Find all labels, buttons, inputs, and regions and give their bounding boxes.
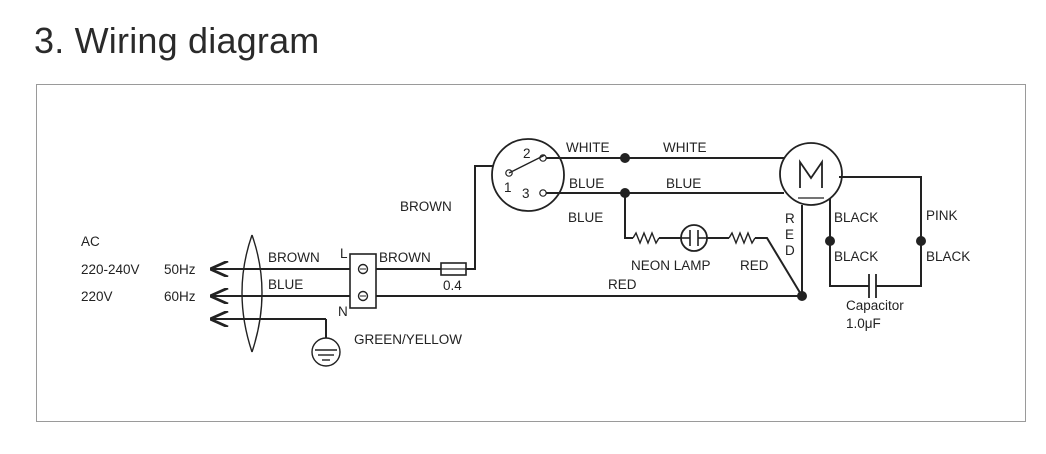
- terminal-block: [349, 253, 377, 309]
- fuse-icon: [440, 262, 467, 276]
- wire-label-white-motor: WHITE: [663, 140, 707, 155]
- wire-label-blue-sw: BLUE: [569, 176, 604, 191]
- lamp-label: NEON LAMP: [631, 258, 711, 273]
- wire-label-red-bottom: RED: [608, 277, 637, 292]
- cable-sheath: [241, 234, 263, 353]
- terminal-n-label: N: [338, 304, 348, 319]
- blue-lamp-wire: [624, 193, 633, 239]
- switch-pos-1: 1: [504, 180, 512, 195]
- wire-label-red-vertical-r: R: [785, 211, 795, 226]
- fuse-rating: 0.4: [443, 278, 462, 293]
- frequency-label-1: 50Hz: [164, 262, 196, 277]
- wire-label-pink: PINK: [926, 208, 958, 223]
- wire-label-blue-in: BLUE: [268, 277, 303, 292]
- capacitor-value: 1.0μF: [846, 316, 881, 331]
- black-wire-left: [829, 198, 864, 287]
- wire-label-blue-lamp: BLUE: [568, 210, 603, 225]
- capacitor-label: Capacitor: [846, 298, 904, 313]
- wire-label-brown-term: BROWN: [379, 250, 431, 265]
- ground-icon: [311, 319, 341, 367]
- switch-pos-3: 3: [522, 186, 530, 201]
- resistor-icon: [728, 231, 756, 245]
- wire-label-black-cap-right: BLACK: [926, 249, 970, 264]
- voltage-label-2: 220V: [81, 289, 113, 304]
- wire-label-blue-motor: BLUE: [666, 176, 701, 191]
- red-lamp-wire: [755, 237, 803, 297]
- brown-riser-wire: [466, 165, 495, 270]
- junction-dot: [825, 236, 835, 246]
- terminal-l-label: L: [340, 246, 348, 261]
- capacitor-icon: [864, 274, 880, 298]
- wire-label-brown-in: BROWN: [268, 250, 320, 265]
- pink-black-wire-right: [839, 176, 922, 287]
- wire-label-ground: GREEN/YELLOW: [354, 332, 462, 347]
- frequency-label-2: 60Hz: [164, 289, 196, 304]
- junction-dot: [620, 153, 630, 163]
- wire-label-brown-riser: BROWN: [400, 199, 452, 214]
- resistor-icon: [632, 231, 660, 245]
- wire-label-red-vertical-e: E: [785, 227, 794, 242]
- diagram-frame: [36, 84, 1026, 422]
- page-title: 3. Wiring diagram: [34, 20, 320, 61]
- wire-label-red-vertical-d: D: [785, 243, 795, 258]
- junction-dot: [797, 291, 807, 301]
- neon-lamp-icon: [680, 224, 708, 252]
- motor-icon: [779, 142, 843, 206]
- junction-dot: [916, 236, 926, 246]
- voltage-label-1: 220-240V: [81, 262, 140, 277]
- wire-label-red-lamp: RED: [740, 258, 769, 273]
- switch-pos-2: 2: [523, 146, 531, 161]
- wire-label-black-cap-left: BLACK: [834, 249, 878, 264]
- wire-label-white-sw: WHITE: [566, 140, 610, 155]
- wire-label-black-motor: BLACK: [834, 210, 878, 225]
- ac-label: AC: [81, 234, 100, 249]
